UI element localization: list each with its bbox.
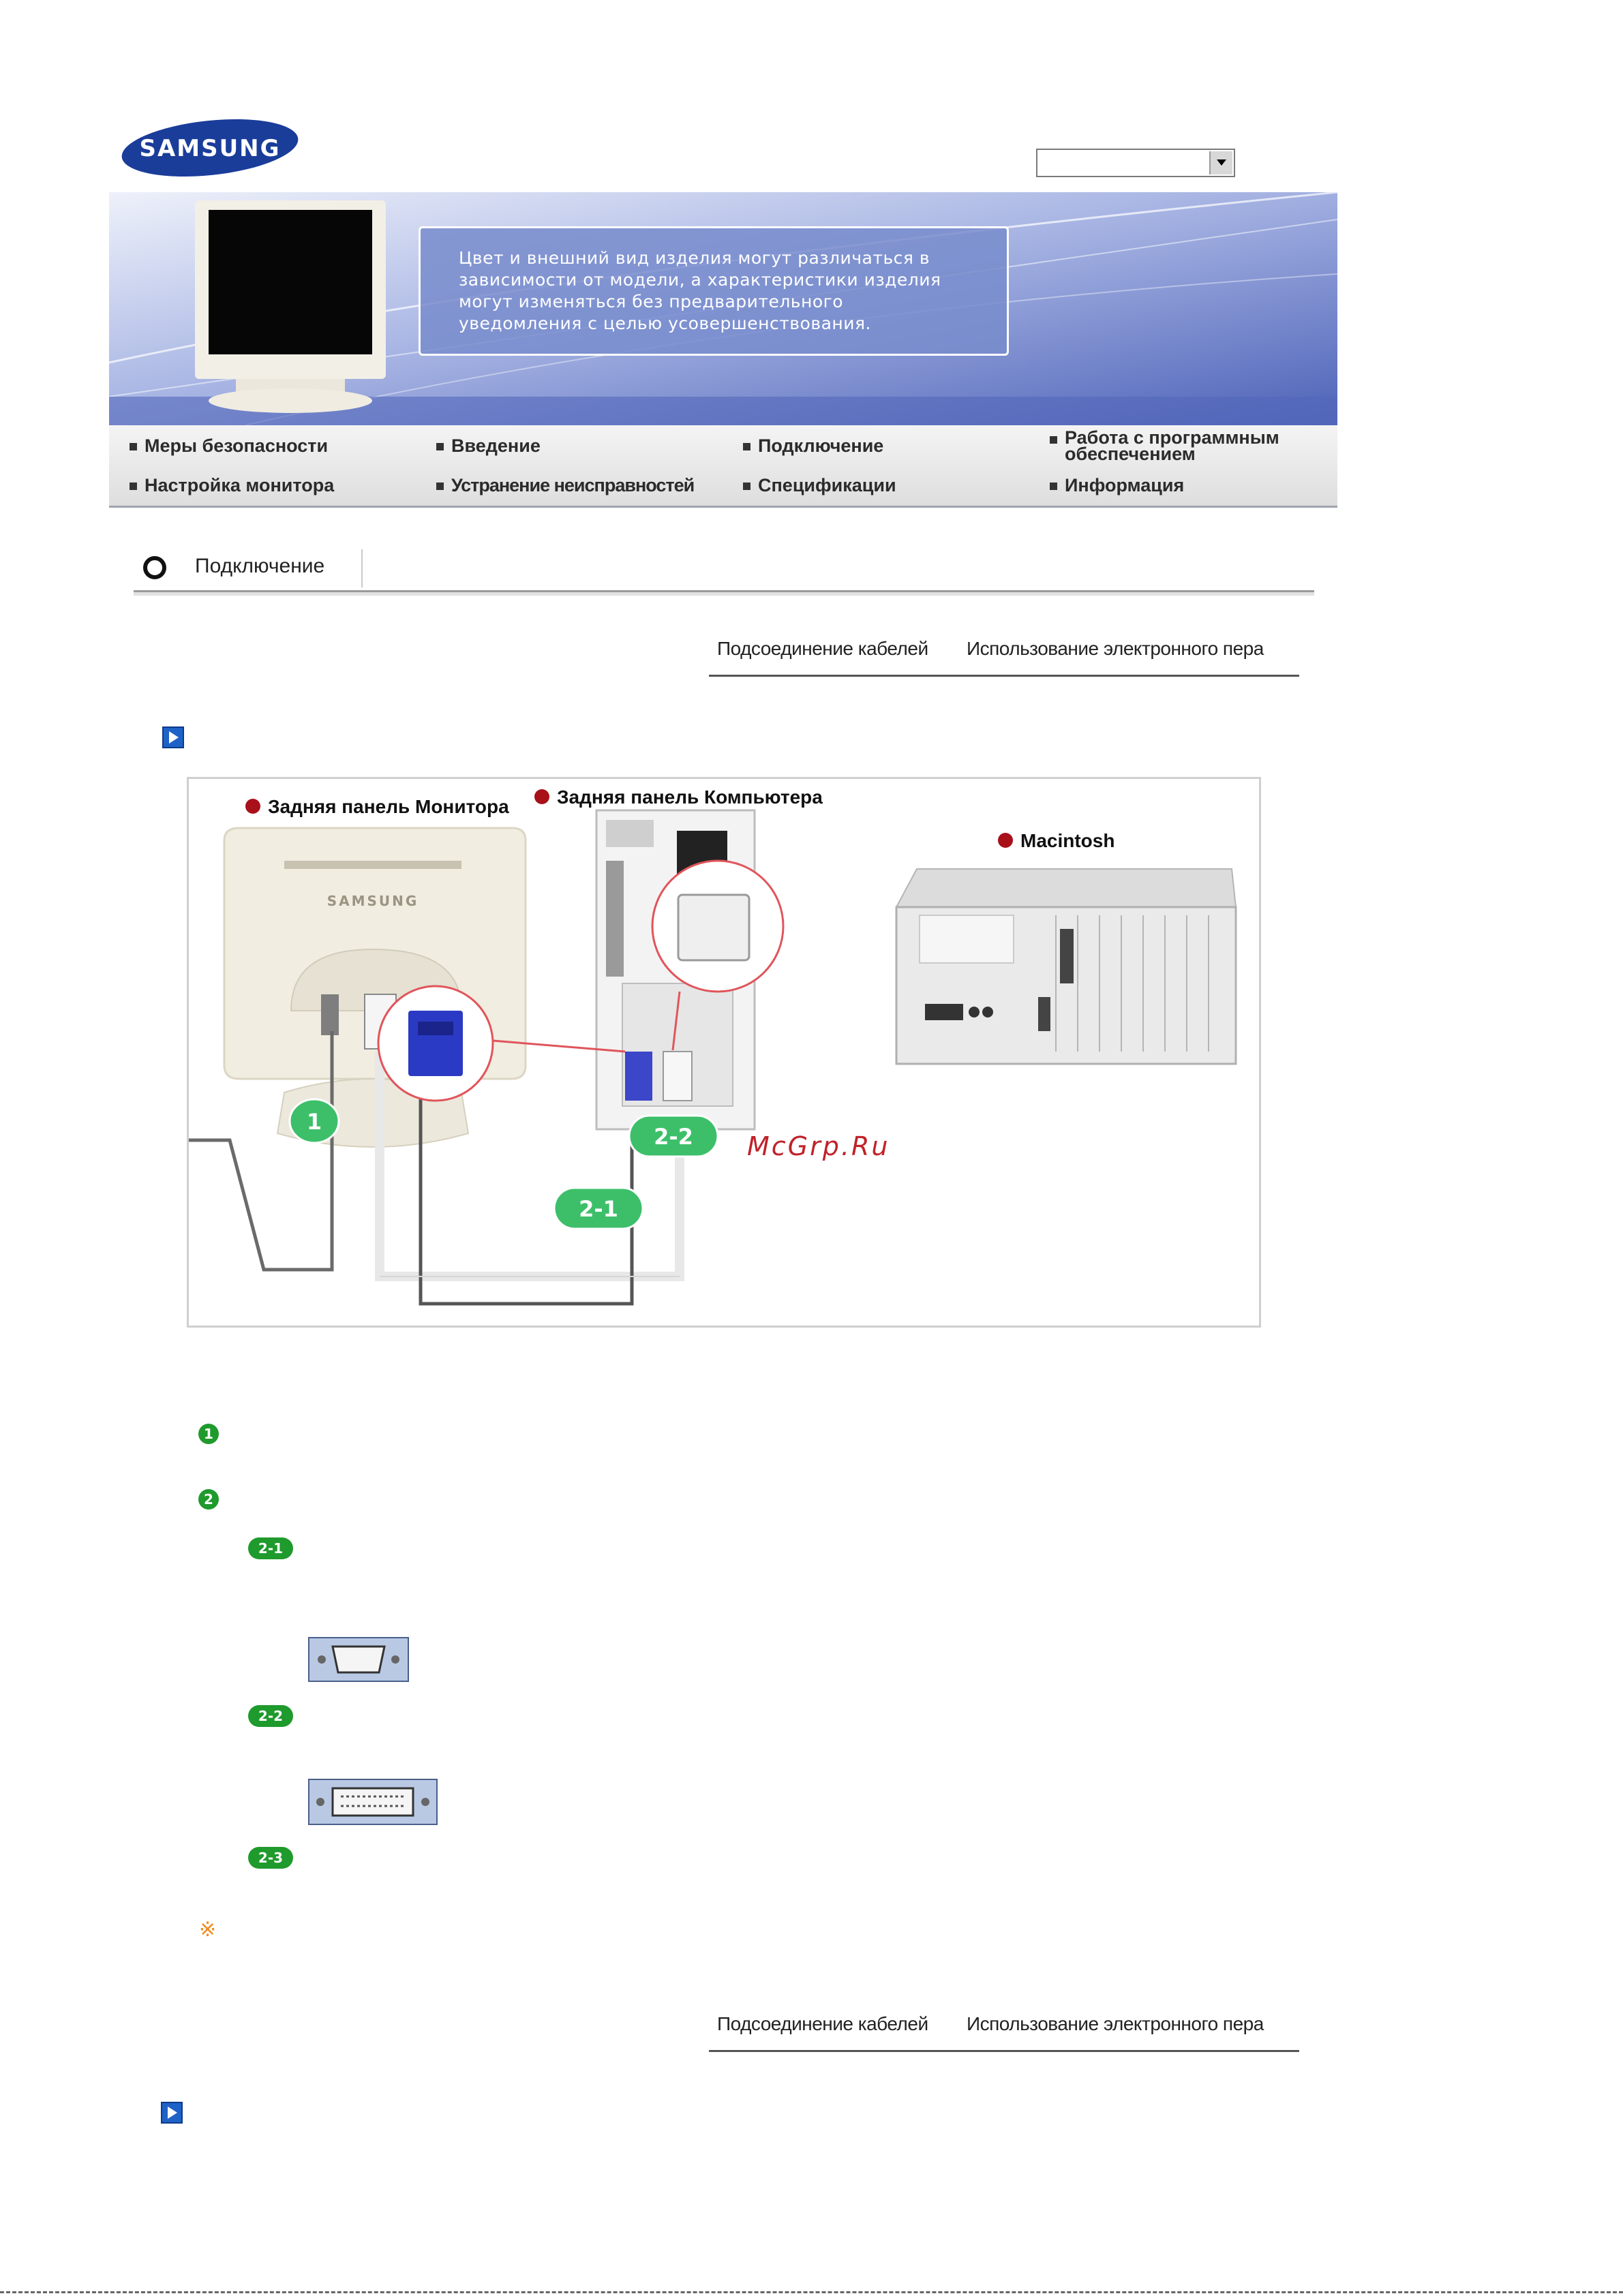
dvi-port-icon xyxy=(308,1779,438,1825)
page-title: Подключение xyxy=(195,555,324,578)
svg-text:2-1: 2-1 xyxy=(258,1540,283,1557)
callout-1: 1 xyxy=(290,1099,339,1143)
blue-arrow-icon xyxy=(161,2102,183,2127)
label-computer-back: Задняя панель Компьютера xyxy=(557,786,823,808)
macintosh-image xyxy=(896,869,1236,1064)
step-1-icon: 1 xyxy=(198,1423,219,1448)
page-bottom-rule xyxy=(0,2291,1623,2296)
menu-item-information[interactable]: Информация xyxy=(1065,476,1184,495)
divider xyxy=(361,549,363,587)
step-2-3-badge: 2-3 xyxy=(248,1847,293,1872)
note-icon: ※ xyxy=(199,1918,216,1942)
divider xyxy=(134,590,1314,596)
label-macintosh: Macintosh xyxy=(1020,830,1114,851)
logo-text: SAMSUNG xyxy=(139,135,280,162)
red-bullet-icon xyxy=(534,789,549,804)
red-bullet-icon xyxy=(245,799,260,814)
tab-pen-usage[interactable]: Использование электронного пера xyxy=(967,2013,1264,2035)
menu-item-monitor-setup[interactable]: Настройка монитора xyxy=(145,476,334,495)
callout-2-2: 2-2 xyxy=(629,1116,718,1157)
svg-text:2-3: 2-3 xyxy=(258,1850,283,1866)
circle-bullet-icon xyxy=(143,556,166,579)
language-select[interactable] xyxy=(1036,149,1235,177)
svg-text:1: 1 xyxy=(204,1426,213,1442)
svg-text:2: 2 xyxy=(204,1491,213,1507)
tab-pen-usage[interactable]: Использование электронного пера xyxy=(967,638,1264,660)
subnav-bottom: Подсоединение кабелей Использование элек… xyxy=(709,2009,1299,2052)
tab-cable-connection[interactable]: Подсоединение кабелей xyxy=(717,2013,928,2035)
section-heading: Подключение xyxy=(134,549,1314,600)
svg-text:SAMSUNG: SAMSUNG xyxy=(327,893,419,909)
svg-text:2-2: 2-2 xyxy=(654,1124,693,1150)
menu-item-safety[interactable]: Меры безопасности xyxy=(145,436,328,455)
svg-text:2-1: 2-1 xyxy=(579,1196,618,1222)
banner-disclaimer: Цвет и внешний вид изделия могут различа… xyxy=(419,226,1009,356)
menu-item-specifications[interactable]: Спецификации xyxy=(758,476,896,495)
vga-port-icon xyxy=(308,1637,409,1682)
samsung-logo[interactable]: SAMSUNG xyxy=(120,117,300,179)
blue-arrow-icon xyxy=(162,726,184,752)
menu-item-connection[interactable]: Подключение xyxy=(758,436,883,455)
tab-cable-connection[interactable]: Подсоединение кабелей xyxy=(717,638,928,660)
watermark: McGrp.Ru xyxy=(747,1131,890,1161)
svg-text:2-2: 2-2 xyxy=(258,1708,283,1724)
subnav-top: Подсоединение кабелей Использование элек… xyxy=(709,634,1299,677)
menu-item-troubleshooting[interactable]: Устранение неисправностей xyxy=(451,476,694,495)
label-monitor-back: Задняя панель Монитора xyxy=(268,796,509,817)
menu-item-software[interactable]: Работа с программным обеспечением xyxy=(1065,429,1279,462)
svg-text:1: 1 xyxy=(307,1109,322,1135)
step-2-icon: 2 xyxy=(198,1488,219,1514)
chevron-down-icon[interactable] xyxy=(1209,151,1232,174)
callout-2-1: 2-1 xyxy=(554,1188,643,1229)
connection-diagram: Задняя панель Монитора Задняя панель Ком… xyxy=(187,777,1261,1328)
step-2-1-badge: 2-1 xyxy=(248,1537,293,1563)
menu-item-intro[interactable]: Введение xyxy=(451,436,541,455)
step-2-2-badge: 2-2 xyxy=(248,1705,293,1730)
main-menu: Меры безопасности Введение Подключение Р… xyxy=(109,425,1337,508)
red-bullet-icon xyxy=(998,833,1013,848)
